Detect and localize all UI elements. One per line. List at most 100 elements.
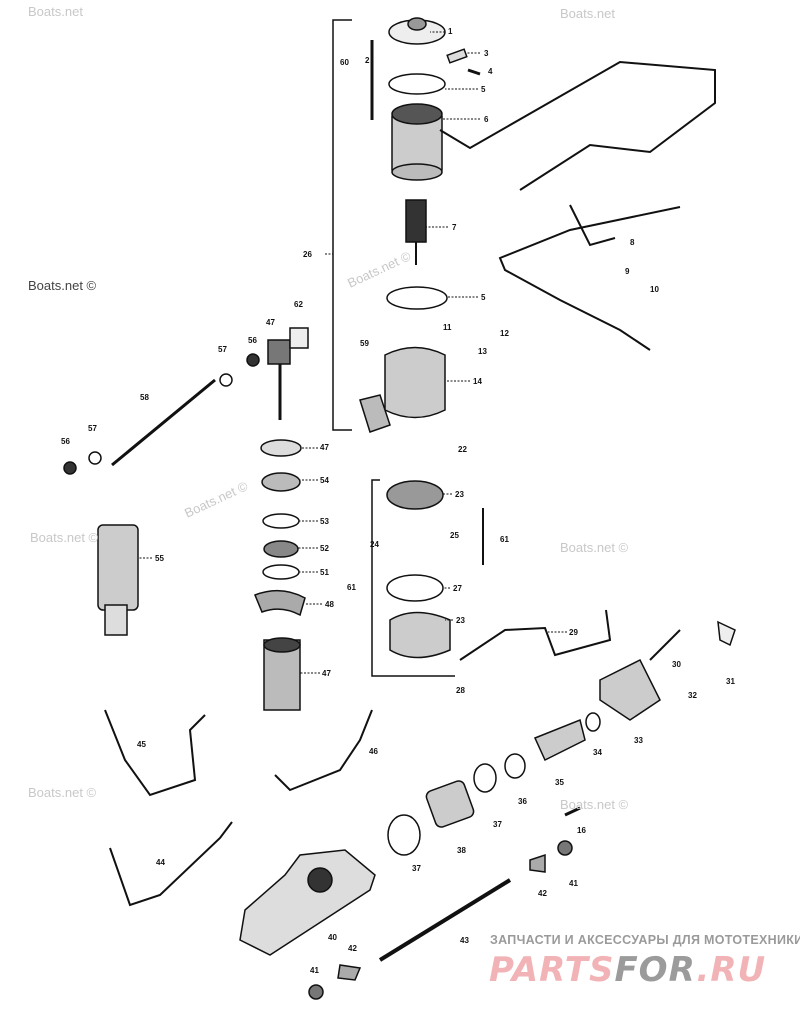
part-23-pump-body: [389, 611, 451, 659]
part-42-pin-lower: [337, 964, 362, 981]
callout-8: 8: [630, 238, 635, 247]
callout-11: 11: [443, 323, 452, 332]
callout-40: 40: [328, 933, 337, 942]
callout-58: 58: [140, 393, 149, 402]
part-46-tube: [274, 709, 373, 792]
part-4-spring: [467, 68, 481, 76]
callout-4: 4: [488, 67, 493, 76]
partsfor-logo[interactable]: PARTSFOR.RU: [489, 950, 766, 990]
callout-43: 43: [460, 936, 469, 945]
part-55-trim-cylinder: [97, 524, 139, 611]
callout-51: 51: [320, 568, 329, 577]
callout-5: 5: [481, 293, 486, 302]
part-41-nut: [557, 840, 573, 856]
part-54-piston: [261, 472, 301, 492]
watermark: Boats.net ©: [560, 540, 629, 555]
callout-30: 30: [672, 660, 681, 669]
part-3-brush: [446, 48, 468, 64]
part-45-tube: [104, 709, 206, 797]
callout-2: 2: [365, 56, 370, 65]
callout-37: 37: [493, 820, 502, 829]
part-41-nut-lower: [308, 984, 324, 1000]
logo-for: FOR: [614, 950, 697, 990]
callout-57: 57: [218, 345, 227, 354]
callout-14: 14: [473, 377, 482, 386]
callout-42: 42: [348, 944, 357, 953]
callout-47: 47: [266, 318, 275, 327]
callout-28: 28: [456, 686, 465, 695]
part-30-screw: [649, 629, 681, 661]
partsfor-tagline: ЗАПЧАСТИ И АКСЕССУАРЫ ДЛЯ МОТОТЕХНИКИ: [490, 933, 800, 947]
part-52-piston: [263, 540, 299, 558]
part-40-mount: [239, 849, 376, 956]
callout-6: 6: [484, 115, 489, 124]
callout-57: 57: [88, 424, 97, 433]
callout-29: 29: [569, 628, 578, 637]
callout-32: 32: [688, 691, 697, 700]
callout-12: 12: [500, 329, 509, 338]
callout-5: 5: [481, 85, 486, 94]
callout-56: 56: [248, 336, 257, 345]
part-34-ring: [585, 712, 601, 732]
callout-56: 56: [61, 437, 70, 446]
callout-13: 13: [478, 347, 487, 356]
part-14-end-housing: [384, 346, 446, 419]
callout-26: 26: [303, 250, 312, 259]
callout-36: 36: [518, 797, 527, 806]
part-27-o-ring: [386, 574, 444, 602]
callout-27: 27: [453, 584, 462, 593]
callout-61: 61: [347, 583, 356, 592]
watermark: Boats.net ©: [28, 278, 97, 293]
callout-54: 54: [320, 476, 329, 485]
callout-47: 47: [320, 443, 329, 452]
callout-3: 3: [484, 49, 489, 58]
logo-parts: PARTS: [489, 950, 615, 990]
part-58-shaft: [111, 378, 216, 467]
callout-41: 41: [569, 879, 578, 888]
part-47-cap: [260, 439, 302, 457]
callout-61: 61: [500, 535, 509, 544]
callout-41: 41: [310, 966, 319, 975]
watermark: Boats.net ©: [30, 530, 99, 545]
callout-47: 47: [322, 669, 331, 678]
part-44-tube: [109, 821, 233, 907]
part-51-o-ring: [262, 564, 300, 580]
callout-9: 9: [625, 267, 630, 276]
callout-10: 10: [650, 285, 659, 294]
part-38-sleeve: [425, 780, 475, 828]
part-29-tube: [459, 609, 612, 661]
part-33-plate: [599, 658, 661, 721]
watermark: Boats.net ©: [28, 785, 97, 800]
callout-1: 1: [448, 27, 453, 36]
callout-33: 33: [634, 736, 643, 745]
part-7-armature: [405, 199, 427, 243]
callout-60: 60: [340, 58, 349, 67]
part-23-pump-top: [386, 480, 444, 510]
part-35-valve: [533, 718, 586, 762]
logo-ru: .RU: [696, 950, 767, 990]
callout-42: 42: [538, 889, 547, 898]
part-42-pin: [529, 853, 546, 873]
callout-59: 59: [360, 339, 369, 348]
watermark: Boats.net: [28, 4, 83, 19]
bracket-61: [371, 479, 455, 677]
callout-37: 37: [412, 864, 421, 873]
callout-7: 7: [452, 223, 457, 232]
callout-44: 44: [156, 858, 165, 867]
part-62-bushing: [289, 327, 309, 349]
part-5-o-ring: [388, 73, 446, 95]
watermark: Boats.net ©: [560, 797, 629, 812]
bracket-26: [332, 19, 352, 431]
part-36-ring: [504, 753, 526, 779]
part-53-o-ring: [262, 513, 300, 529]
callout-38: 38: [457, 846, 466, 855]
callout-45: 45: [137, 740, 146, 749]
watermark: Boats.net: [560, 6, 615, 21]
callout-23: 23: [456, 616, 465, 625]
callout-31: 31: [726, 677, 735, 686]
callout-35: 35: [555, 778, 564, 787]
callout-23: 23: [455, 490, 464, 499]
callout-53: 53: [320, 517, 329, 526]
part-48-clamp: [254, 589, 306, 617]
